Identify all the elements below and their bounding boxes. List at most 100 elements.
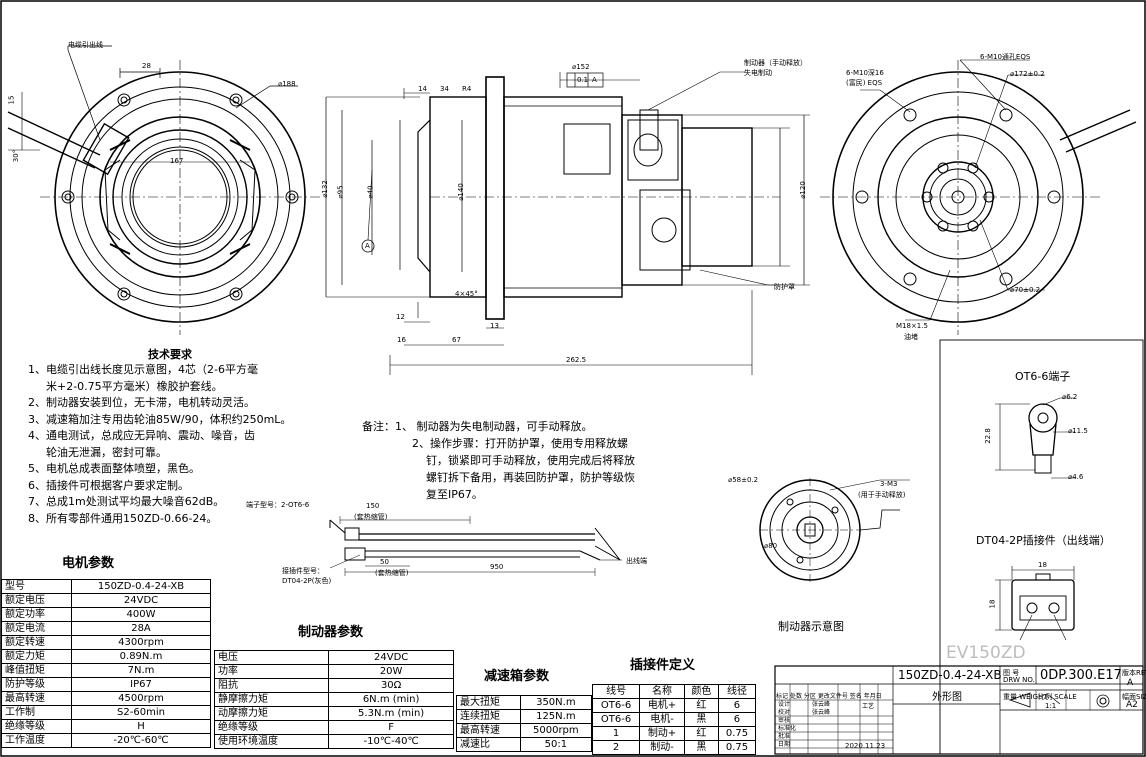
- motor-param-cell: 峰值扭矩: [1, 663, 72, 678]
- motor-param-cell: 0.89N.m: [71, 649, 211, 664]
- tb-col: 处数: [789, 693, 802, 700]
- label-drw: DRW NO.: [1003, 676, 1035, 684]
- note-line: 2、操作步骤：打开防护罩，使用专用释放螺: [412, 437, 628, 450]
- connector-cell: 6: [717, 698, 757, 713]
- connector-type-label2: DT04-2P(灰色): [282, 577, 332, 585]
- motor-param-cell: 工作温度: [1, 733, 72, 748]
- connector-cell: 黑: [683, 712, 719, 727]
- protect-cover-label: 防护罩: [774, 283, 795, 291]
- connector-cell: 0.75: [717, 740, 757, 755]
- manual-release-label: (用于手动释放): [858, 491, 906, 499]
- note-line: 螺钉拆下备用，再装回防护罩，防护等级恢: [426, 471, 635, 484]
- tb-name: 张云峰: [812, 701, 831, 708]
- gearbox-title: 减速箱参数: [484, 669, 550, 684]
- dim-950: 950: [490, 563, 504, 571]
- gearbox-param-cell: 连续扭矩: [456, 709, 521, 724]
- dim-80: ⌀80: [764, 542, 778, 550]
- brake-param-cell: 5.3N.m (min): [328, 706, 454, 721]
- date-value: 2020.11.23: [845, 742, 886, 750]
- brake-param-cell: 绝缘等级: [213, 720, 330, 735]
- dim-22-8: 22.8: [983, 428, 992, 444]
- tech-line: 3、减速箱加注专用齿轮油85W/90，体积约250mL。: [28, 412, 292, 426]
- brake-param-cell: 动摩擦力矩: [213, 706, 330, 721]
- datum-label: A: [592, 76, 597, 84]
- brake-param-cell: 24VDC: [328, 650, 454, 665]
- tb-role: 标准化: [778, 725, 797, 732]
- tb-col: 标记: [776, 693, 789, 700]
- label-size: 幅面SIZE: [1122, 693, 1146, 701]
- tb-name: 张云峰: [812, 709, 831, 716]
- cable-sketch: [329, 516, 622, 576]
- oil-plug-label2: 油堵: [904, 333, 918, 341]
- dim-30deg: 30°: [12, 149, 21, 163]
- motor-param-cell: 额定电压: [1, 593, 72, 608]
- dim-16: 16: [397, 336, 406, 344]
- connector-cell: 红: [683, 698, 719, 713]
- dim-188: ⌀188: [278, 80, 296, 88]
- scale-value: 1:1: [1045, 702, 1057, 710]
- connector-cell: 1: [591, 726, 641, 741]
- note-line: 复至IP67。: [426, 488, 483, 501]
- dt04-title: DT04-2P插接件（出线端）: [976, 534, 1111, 547]
- gearbox-param-cell: 125N.m: [519, 709, 593, 724]
- drawing-type: 外形图: [932, 692, 962, 703]
- m10-holes-label: 6-M10通孔EQS: [980, 53, 1031, 61]
- label-weight: 重量 WEIGHT: [1003, 693, 1048, 701]
- tb-col: 更改文件号: [817, 693, 848, 700]
- title-block: [774, 665, 1144, 755]
- motor-param-cell: H: [71, 719, 211, 734]
- drawing-number: 0DP.300.E17: [1040, 668, 1122, 683]
- dt04-connector-drawing: [995, 566, 1075, 641]
- dim-150: 150: [366, 502, 380, 510]
- brake-sketch-title: 制动器示意图: [778, 620, 844, 633]
- gearbox-param-cell: 50:1: [519, 737, 593, 752]
- size-value: A2: [1126, 700, 1138, 710]
- connector-cell: 0.75: [717, 726, 757, 741]
- motor-param-cell: 防护等级: [1, 677, 72, 692]
- dim-6-2: ⌀6.2: [1062, 393, 1078, 401]
- connector-title: 插接件定义: [630, 658, 696, 673]
- dim-chamfer: 4×45°: [455, 290, 478, 298]
- dim-14: 14: [418, 85, 427, 93]
- cable-outlet-label: 电缆引出线: [68, 41, 103, 49]
- ot6-title: OT6-6端子: [1015, 370, 1071, 383]
- motor-param-cell: 额定功率: [1, 607, 72, 622]
- connector-header: 颜色: [683, 684, 719, 699]
- connector-cell: 电机+: [639, 698, 685, 713]
- dim-18-v: 18: [988, 599, 997, 609]
- dim-167: 167: [170, 157, 184, 165]
- outlet-end-label: 出线端: [626, 557, 647, 565]
- note-line: 备注：1、 制动器为失电制动器，可手动释放。: [362, 420, 593, 433]
- dim-11-5: ⌀11.5: [1068, 427, 1088, 435]
- brake-param-cell: 30Ω: [328, 678, 454, 693]
- gearbox-param-cell: 350N.m: [519, 695, 593, 710]
- dim-12: 12: [396, 313, 405, 321]
- tech-list: 1、电缆引出线长度见示意图，4芯（2-6平方毫 米+2-0.75平方毫米）橡胶护…: [28, 362, 291, 527]
- dim-95: ⌀95: [336, 185, 345, 199]
- connector-cell: 2: [591, 740, 641, 755]
- dim-58: ⌀58±0.2: [728, 476, 759, 484]
- dim-70: ⌀70±0.2: [1010, 286, 1041, 294]
- connector-cell: 制动+: [639, 726, 685, 741]
- label-rev: 版本REV: [1122, 669, 1146, 677]
- title-block-header-row: 标记 处数 分区 更改文件号 签名 年月日: [776, 693, 882, 701]
- tech-line: 8、所有零部件通用150ZD-0.66-24。: [28, 511, 218, 525]
- tech-line: 4、通电测试，总成应无异响、震动、噪音，齿: [28, 429, 255, 442]
